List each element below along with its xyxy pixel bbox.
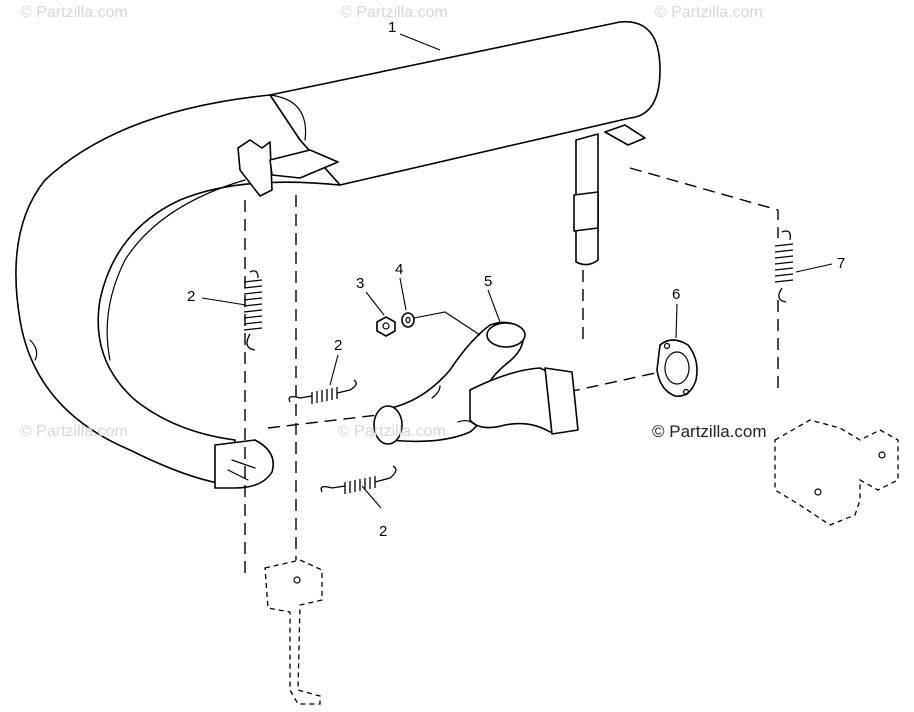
callout-3-nut: 3 [356,275,365,292]
callout-1-muffler: 1 [388,19,397,36]
callout-6-gasket: 6 [672,286,681,303]
callout-5-exhaust-manifold: 5 [484,273,493,290]
watermark-mid-center: © Partzilla.com [338,423,446,440]
callout-2-spring-middle: 2 [334,337,343,354]
callout-leaders [201,33,833,509]
nut-and-washer [376,311,481,337]
watermark-top-right: © Partzilla.com [655,4,763,21]
alignment-lines [244,167,779,575]
callout-2-spring-left: 2 [187,288,196,305]
watermark-main: © Partzilla.com [652,422,767,441]
exhaust-manifold [373,321,579,445]
callout-4-washer: 4 [395,261,404,278]
muffler [15,20,661,489]
springs [243,230,794,494]
callout-7-spring-right: 7 [837,255,846,272]
watermark-mid-left: © Partzilla.com [20,423,128,440]
frame-brackets [264,419,899,705]
gasket [656,339,698,397]
callout-2-spring-bottom: 2 [379,523,388,540]
watermark-top-center: © Partzilla.com [340,4,448,21]
watermark-top-left: © Partzilla.com [20,4,128,21]
